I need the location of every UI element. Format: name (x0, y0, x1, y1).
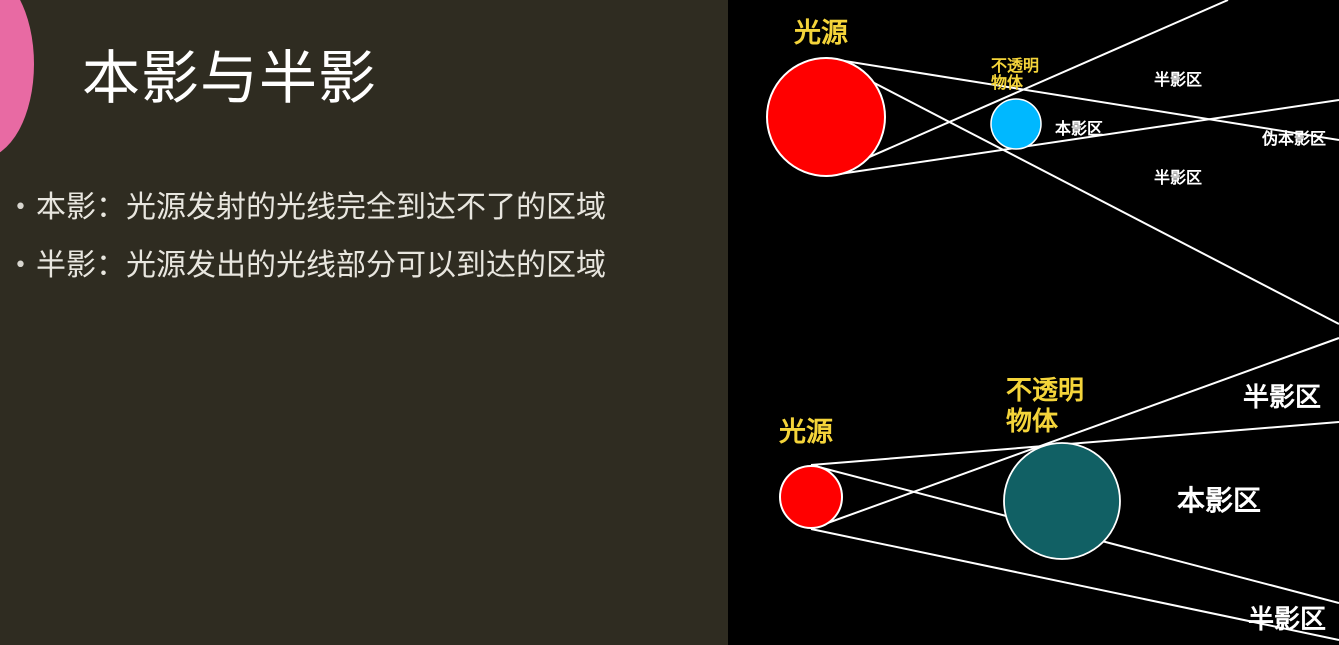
top-pseudo-umbra-label: 伪本影区 (1261, 129, 1326, 148)
top-ray-upper-tangent (825, 57, 1339, 141)
bullet-penumbra-text: 半影：光源发出的光线部分可以到达的区域 (36, 248, 606, 283)
text-panel: 本影与半影 • 本影：光源发射的光线完全到达不了的区域 • 半影：光源发出的光线部分… (0, 0, 606, 286)
bottom-opaque-object-label-line2: 物体 (1006, 407, 1059, 437)
bullet-penumbra-definition: • 半影：光源发出的光线部分可以到达的区域 (14, 246, 606, 286)
slide-title: 本影与半影 (82, 44, 378, 112)
top-opaque-object-circle (990, 98, 1042, 150)
bottom-penumbra-upper-label: 半影区 (1243, 383, 1321, 413)
bullet-umbra-definition: • 本影：光源发射的光线完全到达不了的区域 (14, 188, 606, 228)
bottom-ray-lower-tangent (810, 528, 1339, 641)
bottom-light-source-label: 光源 (778, 417, 833, 448)
bullet-umbra-text: 本影：光源发射的光线完全到达不了的区域 (36, 190, 606, 225)
top-light-source-label: 光源 (793, 18, 848, 49)
bottom-opaque-object-circle (1003, 442, 1121, 560)
umbra-penumbra-diagram: 光源 不透明 物体 半影区 本影区 伪本影区 半影区 光源 不透明 物体 半影区 (766, 0, 1339, 641)
top-ray-upper-crossing (825, 57, 1339, 325)
bottom-opaque-object-label-line1: 不透明 (1006, 376, 1084, 406)
top-ray-lower-crossing (825, 0, 1229, 177)
pink-accent-shape (0, 0, 34, 158)
top-opaque-object-label-line2: 物体 (991, 73, 1024, 92)
bullet-dot-icon: • (14, 195, 27, 220)
bottom-penumbra-lower-label: 半影区 (1248, 605, 1326, 635)
bullet-dot-icon: • (14, 253, 27, 278)
shadow-diagram-panel: 光源 不透明 物体 半影区 本影区 伪本影区 半影区 光源 不透明 物体 半影区 (728, 0, 1339, 645)
top-opaque-object-label-line1: 不透明 (991, 56, 1039, 75)
top-shadow-diagram: 光源 不透明 物体 半影区 本影区 伪本影区 半影区 (766, 0, 1339, 325)
bottom-ray-upper-tangent (810, 421, 1339, 466)
top-ray-lower-tangent (825, 99, 1339, 177)
bottom-ray-lower-crossing (810, 337, 1339, 530)
bottom-light-source-circle (779, 465, 843, 529)
top-penumbra-upper-label: 半影区 (1154, 70, 1202, 89)
top-penumbra-lower-label: 半影区 (1154, 168, 1202, 187)
top-light-source-circle (766, 57, 886, 177)
bottom-umbra-label: 本影区 (1177, 484, 1261, 517)
top-umbra-label: 本影区 (1055, 119, 1103, 138)
bottom-shadow-diagram: 光源 不透明 物体 半影区 本影区 半影区 (778, 337, 1339, 641)
